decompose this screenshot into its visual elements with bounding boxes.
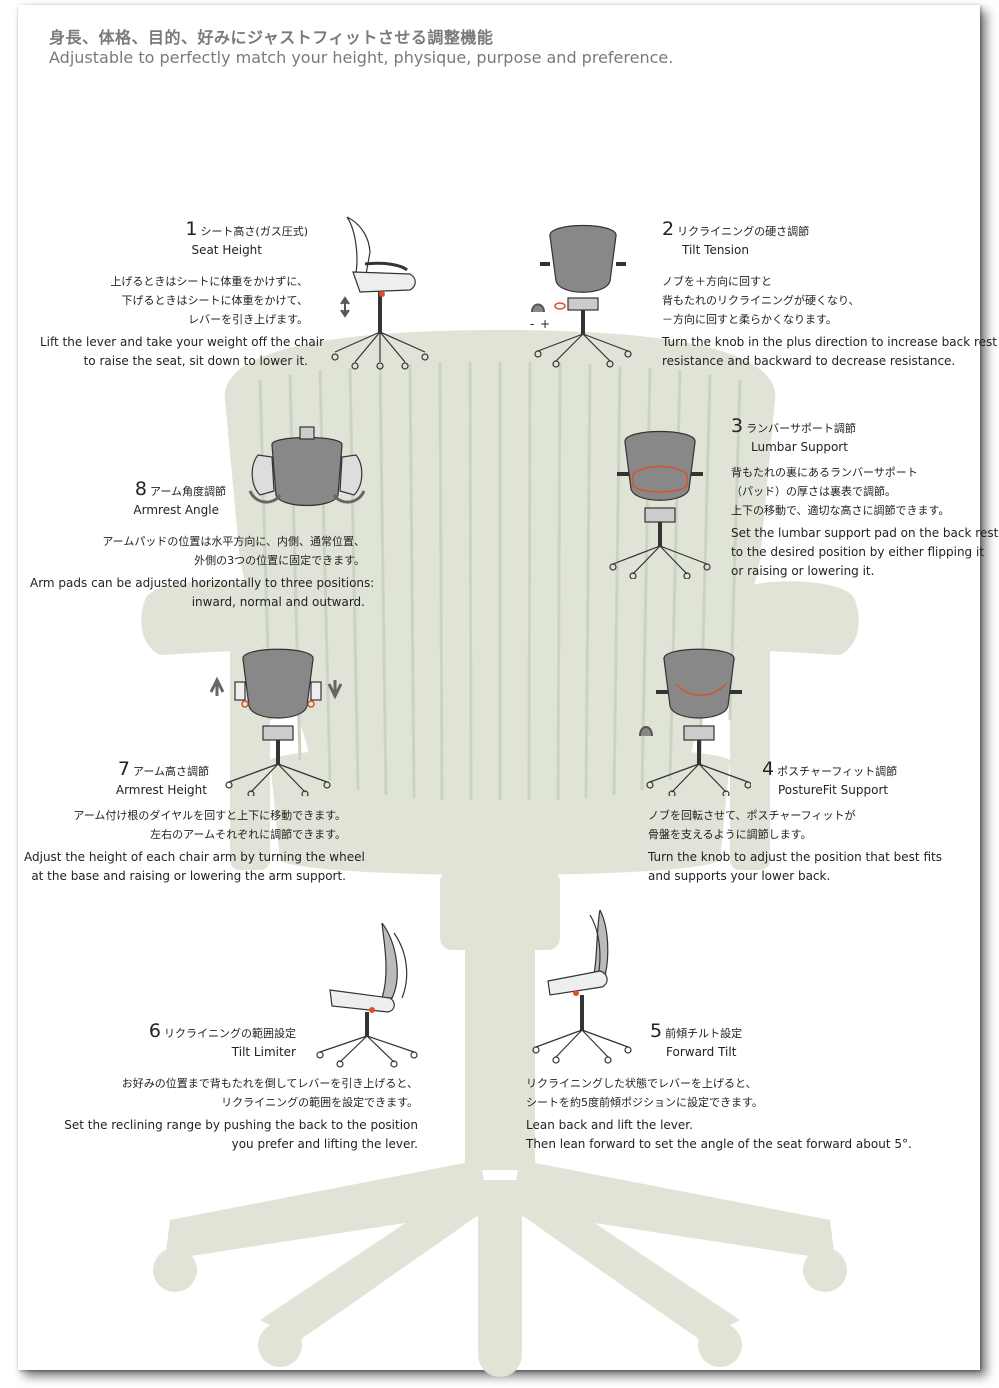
body-ja-line: 下げるときはシートに体重をかけて、 xyxy=(121,294,308,307)
body-en-line: or raising or lowering it. xyxy=(731,564,875,578)
body-ja-line: アーム付け根のダイヤルを回すと上下に移動できます。 xyxy=(73,809,346,822)
section-title-en: Lumbar Support xyxy=(751,440,848,454)
section-title-en: Armrest Angle xyxy=(133,503,219,517)
body-ja-line: 背もたれの裏にあるランバーサポート xyxy=(731,466,918,479)
section-title-en: Tilt Limiter xyxy=(231,1045,296,1059)
section-number: 3 xyxy=(731,415,744,437)
body-ja-line: リクライニングの範囲を設定できます。 xyxy=(221,1096,418,1109)
body-en-line: you prefer and lifting the lever. xyxy=(231,1137,418,1151)
section-title-ja: シート高さ(ガス圧式) xyxy=(200,225,308,238)
armrest-height-chair-icon xyxy=(209,648,343,796)
up-down-arrow-icon xyxy=(340,296,350,318)
section-number: 7 xyxy=(117,758,130,780)
body-en-line: Adjust the height of each chair arm by t… xyxy=(24,850,365,864)
section-title-ja: ポスチャーフィット調節 xyxy=(777,765,898,778)
posturefit-chair-icon xyxy=(639,648,751,796)
body-ja-line: レバーを引き上げます。 xyxy=(188,313,308,326)
lumbar-pad-marker xyxy=(632,465,688,493)
body-en-line: Turn the knob to adjust the position tha… xyxy=(648,850,942,864)
page-subtitle: Adjustable to perfectly match your heigh… xyxy=(49,48,674,67)
section-title-en: Armrest Height xyxy=(115,783,207,797)
tilt-tension-chair-icon: - + xyxy=(530,224,632,368)
tilt-limiter-chair-icon xyxy=(316,922,418,1068)
up-arrow-icon xyxy=(209,676,225,696)
section-title-en: Tilt Tension xyxy=(682,243,749,257)
section-title-ja: アーム高さ調節 xyxy=(132,765,209,778)
section-title-en: Forward Tilt xyxy=(666,1045,737,1059)
body-en-line: Arm pads can be adjusted horizontally to… xyxy=(30,576,375,590)
body-en-line: Then lean forward to set the angle of th… xyxy=(526,1137,912,1151)
body-en-line: Set the lumbar support pad on the back r… xyxy=(731,526,999,540)
body-ja-line: 上げるときはシートに体重をかけずに、 xyxy=(110,275,308,288)
knob-marker xyxy=(554,302,566,310)
rotate-arrow-left-icon xyxy=(248,490,282,504)
down-arrow-icon xyxy=(327,680,343,700)
body-ja-line: 骨盤を支えるように調節します。 xyxy=(648,828,812,841)
body-ja-line: シートを約5度前傾ポジションに設定できます。 xyxy=(526,1096,763,1109)
body-ja-line: 外側の3つの位置に固定できます。 xyxy=(194,554,365,567)
body-en-line: Lean back and lift the lever. xyxy=(526,1118,693,1132)
body-en-line: Turn the knob in the plus direction to i… xyxy=(662,335,997,349)
section-number: 6 xyxy=(148,1020,161,1042)
section-title-en: PostureFit Support xyxy=(778,783,889,797)
section-number: 2 xyxy=(662,218,675,240)
lumbar-support-chair-icon xyxy=(609,430,711,579)
section-number: 4 xyxy=(762,758,775,780)
body-en-line: and supports your lower back. xyxy=(648,869,831,883)
posturefit-marker xyxy=(675,683,727,696)
body-en-line: Set the reclining range by pushing the b… xyxy=(64,1118,418,1132)
body-ja-line: ノブを＋方向に回すと xyxy=(662,275,772,288)
section-number: 1 xyxy=(185,218,198,240)
body-ja-line: アームパッドの位置は水平方向に、内側、通常位置、 xyxy=(102,535,365,548)
section-title-ja: リクライニングの範囲設定 xyxy=(164,1027,296,1040)
section-number: 5 xyxy=(650,1020,663,1042)
section-title-ja: ランバーサポート調節 xyxy=(746,422,856,435)
dial-marker-right xyxy=(307,700,315,708)
dial-marker-left xyxy=(241,700,249,708)
forward-tilt-chair-icon xyxy=(532,909,632,1064)
body-ja-line: お好みの位置まで背もたれを倒してレバーを引き上げると、 xyxy=(121,1077,418,1090)
section-title-ja: リクライニングの硬さ調節 xyxy=(677,225,810,238)
section-title-ja: アーム角度調節 xyxy=(149,485,226,498)
body-en-line: to the desired position by either flippi… xyxy=(731,545,985,559)
rotate-arrow-icon xyxy=(531,303,545,313)
armrest-angle-chair-icon xyxy=(248,426,366,507)
rotate-arrow-right-icon xyxy=(332,490,366,504)
minus-sign: - xyxy=(530,317,534,331)
body-en-line: at the base and raising or lowering the … xyxy=(31,869,346,883)
lever-marker xyxy=(573,990,579,996)
plus-sign: + xyxy=(540,317,550,331)
section-number: 8 xyxy=(134,478,147,500)
body-ja-line: 上下の移動で、適切な高さに調節できます。 xyxy=(731,504,950,517)
body-en-line: Lift the lever and take your weight off … xyxy=(40,335,325,349)
lever-marker xyxy=(369,1007,375,1013)
body-en-line: to raise the seat, sit down to lower it. xyxy=(83,354,308,368)
section-title-ja: 前傾チルト設定 xyxy=(665,1027,743,1040)
seat-height-chair-icon xyxy=(331,216,429,370)
body-ja-line: 背もたれのリクライニングが硬くなり、 xyxy=(662,294,860,307)
body-ja-line: リクライニングした状態でレバーを上げると、 xyxy=(526,1077,757,1090)
lever-marker xyxy=(379,291,385,297)
section-title-en: Seat Height xyxy=(191,243,262,257)
page-title: 身長、体格、目的、好みにジャストフィットさせる調整機能 xyxy=(49,28,494,47)
body-ja-line: ノブを回転させて、ポスチャーフィットが xyxy=(648,809,856,822)
body-en-line: resistance and backward to decrease resi… xyxy=(662,354,956,368)
body-ja-line: 左右のアームそれぞれに調節できます。 xyxy=(150,828,346,841)
body-en-line: inward, normal and outward. xyxy=(191,595,365,609)
rotate-arrow-icon xyxy=(639,726,653,737)
body-ja-line: （パッド）の厚さは裏表で調節。 xyxy=(731,485,896,498)
body-ja-line: －方向に回すと柔らかくなります。 xyxy=(662,313,837,326)
